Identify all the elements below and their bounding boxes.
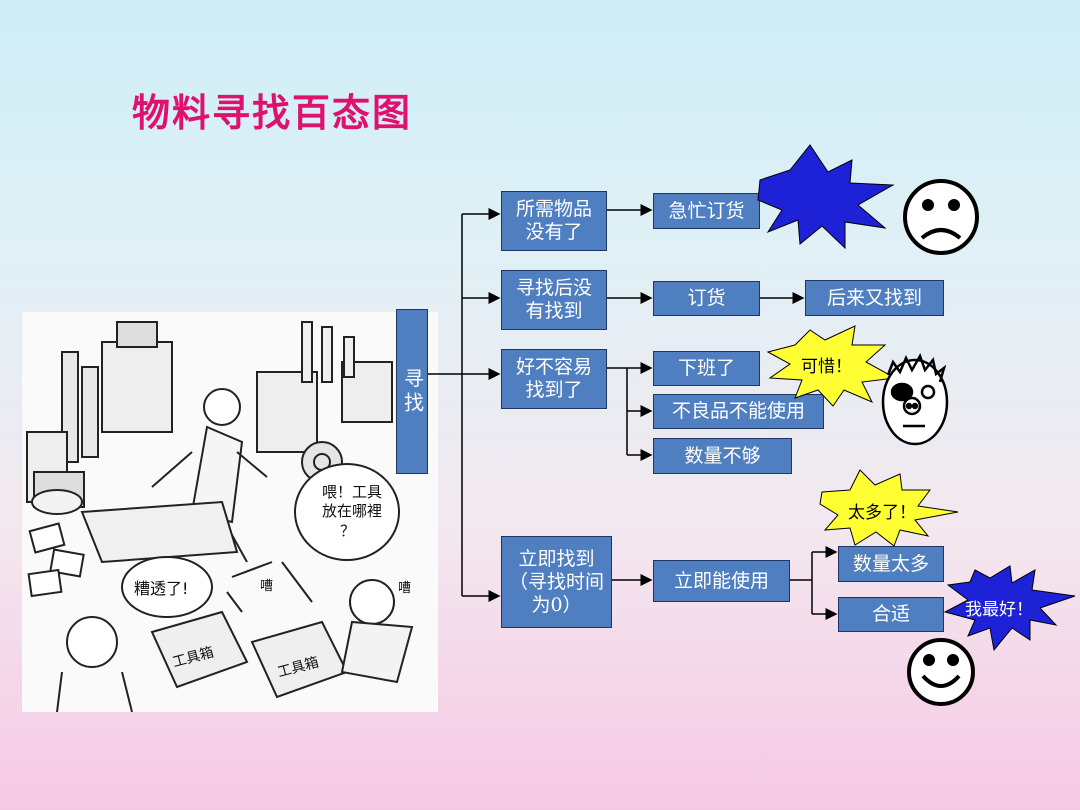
cartoon-bubble2: 糟透了! (134, 579, 188, 598)
node-off-work: 下班了 (653, 351, 760, 386)
node-too-many: 数量太多 (838, 546, 944, 582)
node-found-eventually: 好不容易 找到了 (501, 349, 607, 409)
node-not-found: 寻找后没 有找到 (501, 270, 607, 330)
sad-face-icon (903, 179, 979, 255)
root-node: 寻找 (396, 309, 428, 474)
node-out-of-stock: 所需物品 没有了 (501, 191, 607, 251)
cartoon-sfx-1: 嘈 (260, 579, 273, 594)
node-not-enough: 数量不够 (653, 438, 792, 474)
node-found-later: 后来又找到 (805, 280, 944, 316)
burst-angry-shape (757, 144, 895, 250)
burst-toomuch-text: 太多了！ (848, 503, 916, 523)
burst-pity-shape (766, 325, 897, 407)
burst-pity-text: 可惜！ (801, 357, 852, 377)
burst-best-text: 我最好！ (965, 600, 1033, 620)
burst-angry-text: 糟糕！ (790, 198, 841, 218)
happy-face-icon (907, 638, 975, 706)
burst-best-shape (943, 565, 1076, 652)
workshop-cartoon: 喂！工具 放在哪裡 ？ 糟透了! 嘈 嘈 工具箱 工具箱 (22, 312, 438, 712)
node-just-right: 合适 (838, 597, 944, 632)
cartoon-bubble-line2: 放在哪裡 (322, 502, 382, 520)
cartoon-bubble-line1: 喂！工具 (322, 483, 382, 501)
page-title: 物料寻找百态图 (132, 91, 413, 135)
node-defective: 不良品不能使用 (653, 394, 824, 429)
shocked-face-icon (881, 353, 949, 446)
burst-toomuch-shape (819, 469, 959, 547)
node-found-immediately: 立即找到 （寻找时间 为0） (501, 536, 612, 628)
cartoon-bubble-line3: ？ (340, 522, 355, 540)
cartoon-sfx-2: 嘈 (398, 581, 411, 596)
node-usable-now: 立即能使用 (653, 560, 790, 602)
node-rush-order: 急忙订货 (653, 193, 760, 229)
node-order: 订货 (653, 281, 760, 316)
